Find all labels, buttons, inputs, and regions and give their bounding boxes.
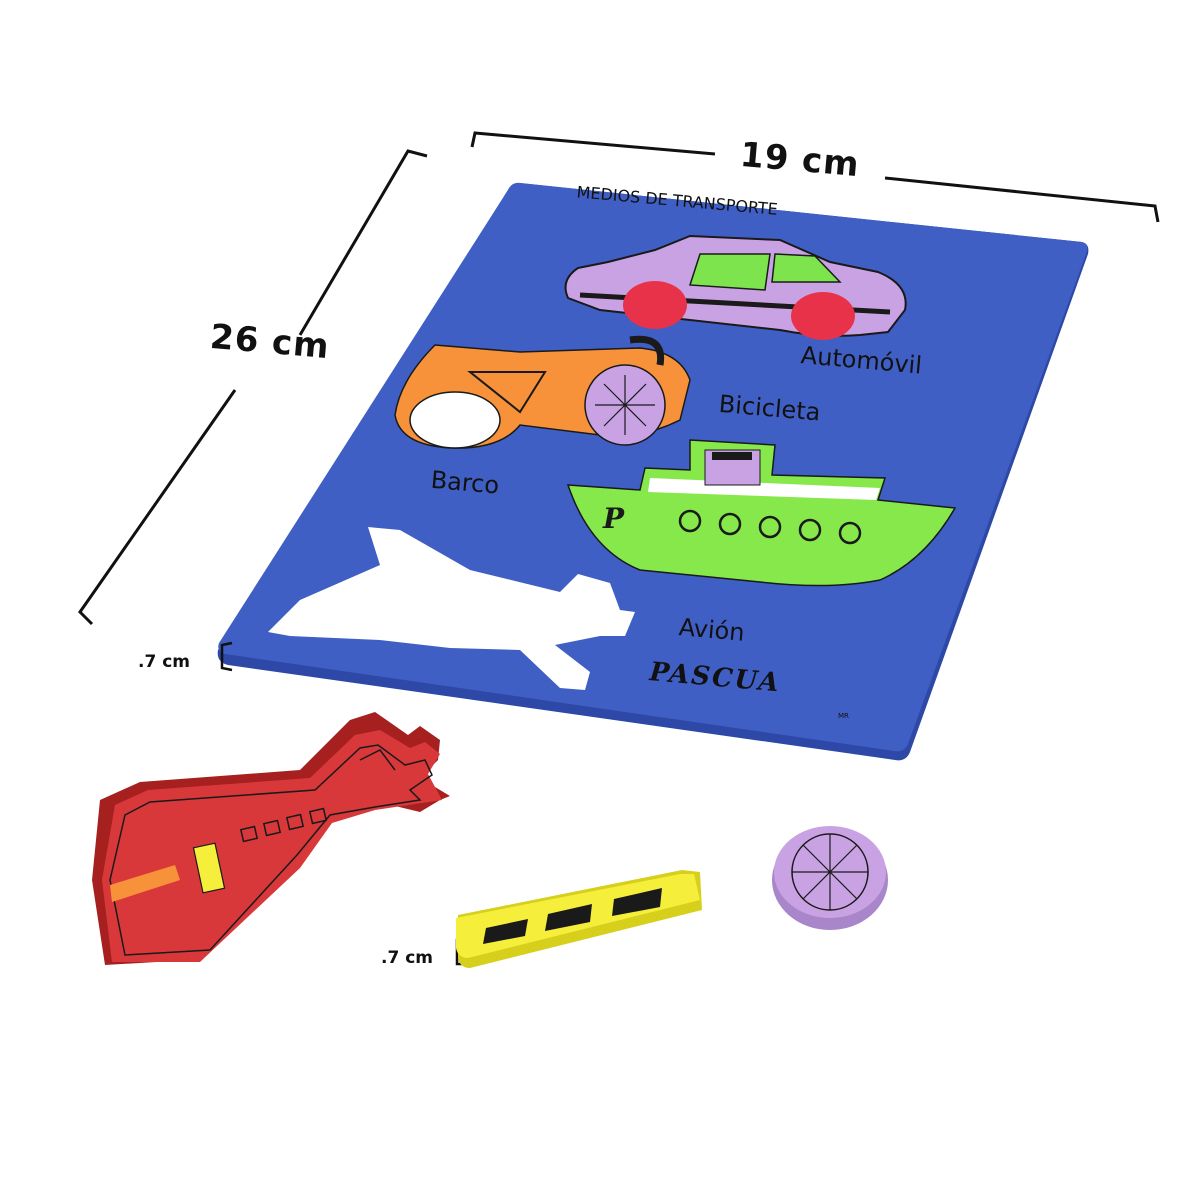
wing-piece[interactable] <box>456 870 702 968</box>
boat-label: Barco <box>430 466 501 500</box>
height-dimension-line <box>78 149 428 626</box>
board-thickness-bracket <box>220 641 233 672</box>
bicycle-piece[interactable] <box>394 335 691 449</box>
wheel-piece[interactable] <box>772 826 888 930</box>
car-piece[interactable] <box>564 234 907 340</box>
brand-mark: MR <box>838 712 849 720</box>
boat-piece[interactable]: P <box>566 439 957 587</box>
plane-slot <box>268 527 635 690</box>
plane-piece[interactable] <box>92 712 450 965</box>
piece-thickness-label: .7 cm <box>381 948 433 968</box>
plane-label: Avión <box>678 613 746 647</box>
boat-logo: P <box>602 502 625 535</box>
board-thickness-label: .7 cm <box>138 652 190 672</box>
width-dimension-line <box>470 131 1160 223</box>
